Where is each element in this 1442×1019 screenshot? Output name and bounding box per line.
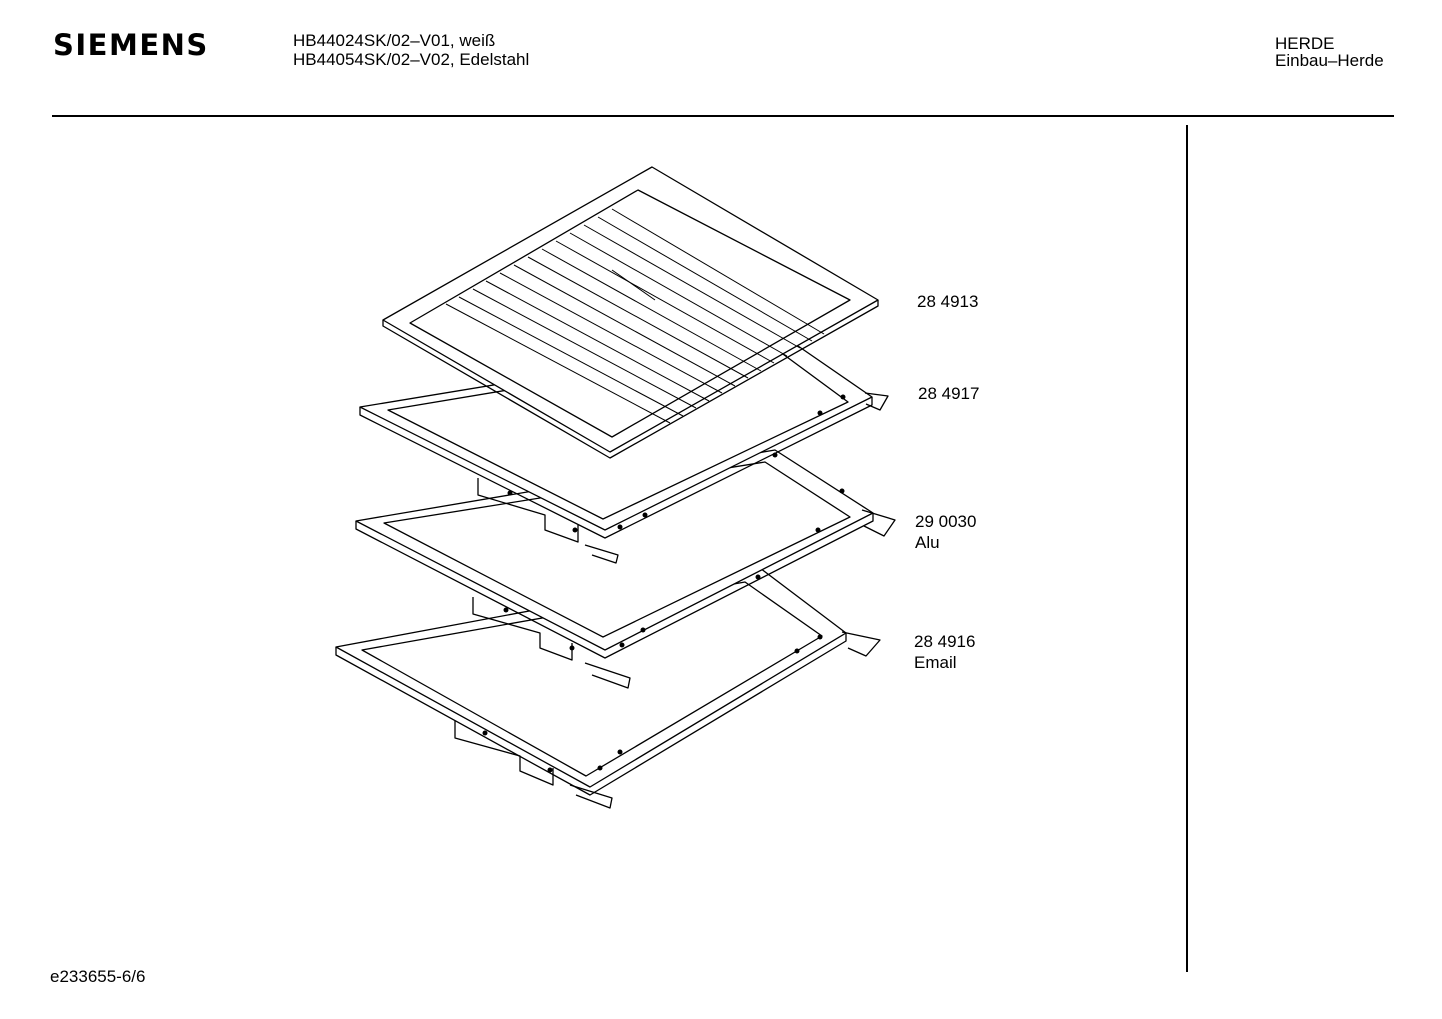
grill-bars	[445, 208, 825, 424]
drawing-id: e233655-6/6	[50, 967, 146, 986]
part-description: Email	[914, 653, 957, 672]
category-line-1: HERDE	[1275, 34, 1335, 53]
model-line-1: HB44024SK/02–V01, weiß	[293, 31, 496, 50]
header-divider	[52, 115, 1394, 117]
model-list: HB44024SK/02–V01, weiß HB44054SK/02–V02,…	[293, 31, 529, 69]
side-divider	[1186, 125, 1188, 972]
part-number: 29 0030	[915, 512, 977, 531]
grill-rack-drawing	[382, 166, 879, 459]
part-label-4: 28 4916 Email	[914, 631, 975, 673]
brand-logo: SIEMENS	[53, 28, 209, 62]
model-line-2: HB44054SK/02–V02, Edelstahl	[293, 50, 530, 69]
part-label-3: 29 0030 Alu	[915, 511, 976, 553]
part-number: 28 4913	[917, 292, 979, 311]
aluminium-tray-drawing	[355, 449, 896, 689]
part-number: 28 4917	[918, 384, 980, 403]
part-label-1: 28 4913	[917, 291, 978, 312]
category-line-2: Einbau–Herde	[1275, 51, 1384, 70]
part-number: 28 4916	[914, 632, 976, 651]
category: HERDE Einbau–Herde	[1275, 35, 1384, 69]
part-label-2: 28 4917	[918, 383, 979, 404]
part-description: Alu	[915, 533, 940, 552]
